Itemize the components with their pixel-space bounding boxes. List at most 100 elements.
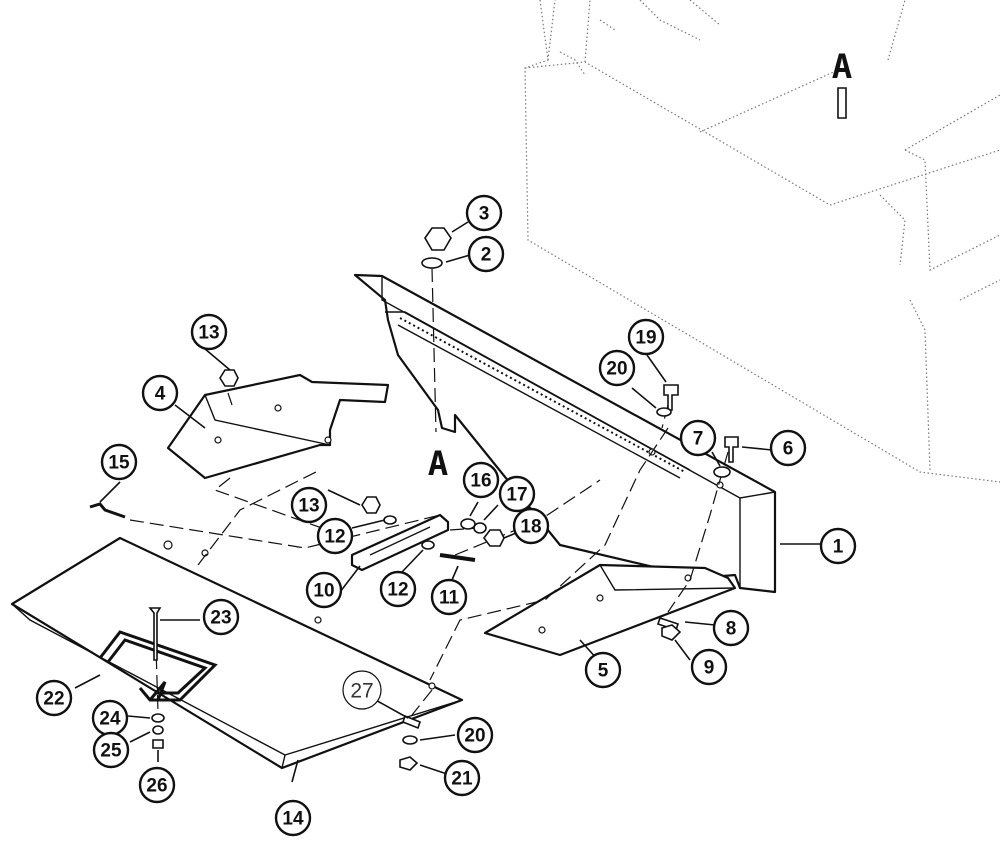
channel-part-1 bbox=[353, 273, 777, 594]
section-stud bbox=[837, 87, 847, 119]
washer-12-lower bbox=[421, 540, 435, 550]
callout-label: 16 bbox=[470, 471, 491, 492]
callout-balloon-16: 16 bbox=[462, 461, 500, 499]
callout-circle bbox=[290, 486, 328, 524]
callout-label: 10 bbox=[313, 581, 334, 602]
lockwasher-17 bbox=[473, 522, 487, 534]
callout-circle bbox=[92, 731, 130, 769]
nut-13-lower bbox=[361, 496, 381, 514]
callout-balloon-11: 11 bbox=[430, 578, 468, 616]
washer-2 bbox=[421, 257, 443, 269]
callout-balloon-17: 17 bbox=[498, 475, 536, 513]
callout-circle bbox=[467, 235, 505, 273]
callout-balloon-12: 12 bbox=[379, 570, 417, 608]
callout-label: 5 bbox=[598, 661, 609, 682]
callout-balloon-22: 22 bbox=[35, 679, 73, 717]
callout-balloon-2: 2 bbox=[467, 235, 505, 273]
callout-balloon-1: 1 bbox=[819, 527, 857, 565]
washer-16 bbox=[460, 518, 476, 530]
callout-balloon-13: 13 bbox=[190, 313, 228, 351]
handle-part-22 bbox=[98, 630, 218, 702]
callout-circle bbox=[430, 578, 468, 616]
callout-circle bbox=[443, 759, 481, 797]
callout-label: 3 bbox=[479, 204, 490, 225]
section-label-upper: A bbox=[832, 47, 852, 87]
strap-part-10 bbox=[350, 513, 450, 572]
callout-circle bbox=[584, 651, 622, 689]
callout-label: 26 bbox=[146, 776, 167, 797]
washer-12-upper bbox=[383, 515, 397, 525]
callout-label: 22 bbox=[43, 689, 64, 710]
callout-circle bbox=[274, 799, 312, 837]
callout-balloon-5: 5 bbox=[584, 651, 622, 689]
callout-label: 20 bbox=[464, 726, 485, 747]
bracket-part-5 bbox=[483, 563, 737, 657]
nut-9 bbox=[661, 624, 682, 641]
callout-label: 7 bbox=[693, 429, 704, 450]
nut-26 bbox=[152, 739, 164, 749]
callout-label: 14 bbox=[282, 809, 304, 830]
callout-label: 21 bbox=[451, 769, 473, 790]
bolt-23 bbox=[148, 607, 162, 661]
callout-balloon-4: 4 bbox=[141, 374, 179, 412]
callout-label: 1 bbox=[833, 537, 844, 558]
callout-circle bbox=[627, 318, 665, 356]
callout-circle bbox=[141, 374, 179, 412]
callout-label: 4 bbox=[155, 384, 166, 405]
washer-20-lower bbox=[402, 735, 418, 745]
callout-circle bbox=[202, 598, 240, 636]
callout-balloon-25: 25 bbox=[92, 731, 130, 769]
callout-balloon-3: 3 bbox=[465, 194, 503, 232]
callout-label: 12 bbox=[387, 580, 408, 601]
callout-circle bbox=[190, 313, 228, 351]
washer-7 bbox=[713, 466, 731, 478]
callout-label: 12 bbox=[324, 527, 345, 548]
callout-balloon-6: 6 bbox=[769, 429, 807, 467]
nut-18 bbox=[483, 529, 505, 547]
callout-balloon-8: 8 bbox=[712, 609, 750, 647]
callout-balloon-15: 15 bbox=[100, 443, 138, 481]
callout-circle bbox=[769, 429, 807, 467]
callout-label: 20 bbox=[606, 359, 627, 380]
callout-balloon-10: 10 bbox=[305, 571, 343, 609]
callout-balloon-23: 23 bbox=[202, 598, 240, 636]
callout-circle bbox=[598, 349, 636, 387]
section-marks: A A bbox=[428, 47, 852, 484]
nut-13-upper bbox=[219, 369, 239, 387]
hardware bbox=[89, 87, 847, 771]
callout-circle bbox=[712, 609, 750, 647]
stud-27 bbox=[402, 714, 421, 730]
callout-label: 24 bbox=[99, 709, 121, 730]
lockwasher-25 bbox=[152, 725, 164, 735]
callout-balloon-20: 20 bbox=[598, 349, 636, 387]
machine-frame-outline bbox=[524, 0, 1000, 483]
callout-label: 11 bbox=[439, 588, 460, 609]
bolt-19 bbox=[663, 384, 679, 411]
callout-circle bbox=[690, 648, 728, 686]
bracket-part-4 bbox=[166, 373, 390, 480]
callout-balloon-24: 24 bbox=[91, 699, 129, 737]
callout-balloon-27: 27 bbox=[342, 670, 382, 710]
callout-circle bbox=[305, 571, 343, 609]
bolt-15 bbox=[89, 502, 126, 519]
callout-label: 19 bbox=[635, 328, 656, 349]
callout-circle bbox=[35, 679, 73, 717]
bolt-6 bbox=[724, 436, 739, 463]
callout-label: 6 bbox=[783, 439, 794, 460]
callout-circle bbox=[100, 443, 138, 481]
callout-label: 9 bbox=[704, 658, 715, 679]
callout-circle bbox=[819, 527, 857, 565]
callout-label: 13 bbox=[198, 323, 219, 344]
callout-balloon-18: 18 bbox=[512, 507, 550, 545]
callout-balloon-7: 7 bbox=[679, 419, 717, 457]
nut-3 bbox=[424, 227, 452, 251]
bolt-11 bbox=[439, 553, 476, 562]
callout-label: 18 bbox=[520, 517, 541, 538]
callout-circle bbox=[512, 507, 550, 545]
callout-circle bbox=[462, 461, 500, 499]
callout-balloon-14: 14 bbox=[274, 799, 312, 837]
callout-label: 17 bbox=[506, 485, 527, 506]
callout-label: 25 bbox=[100, 741, 122, 762]
callout-label: 23 bbox=[210, 608, 231, 629]
